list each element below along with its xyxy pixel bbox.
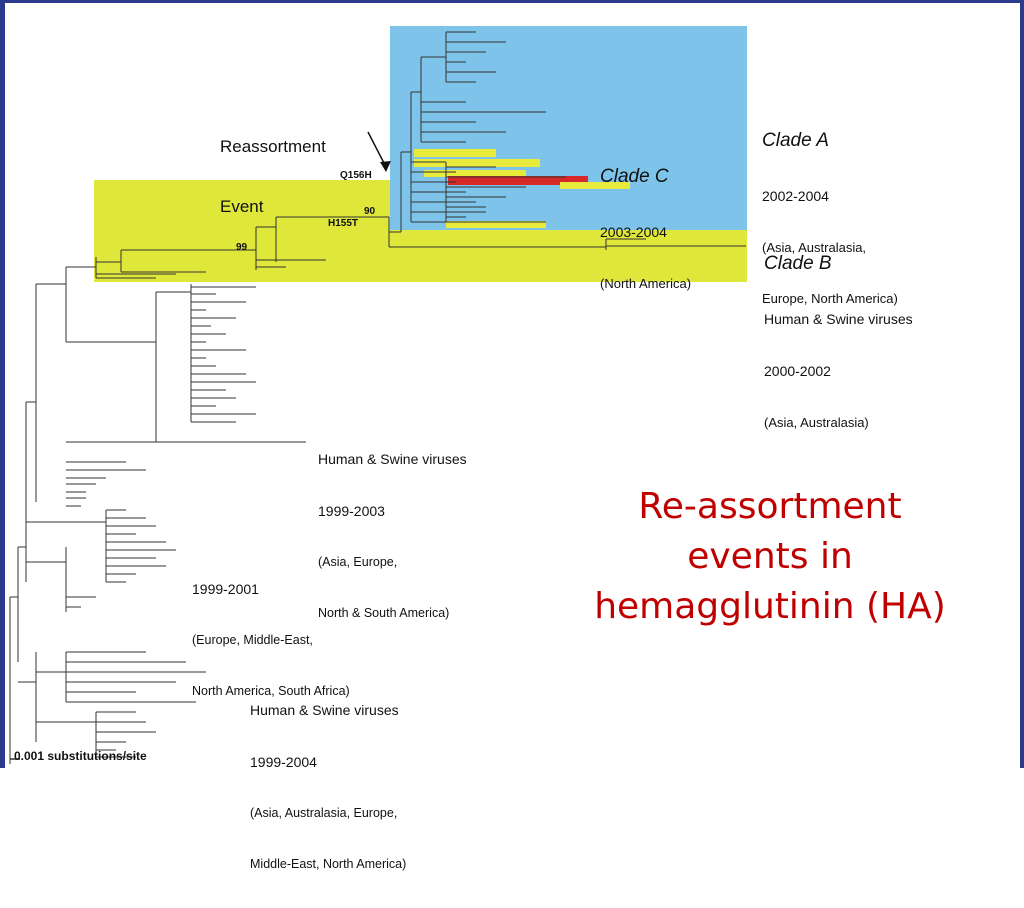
group2-region: (Europe, Middle-East,: [192, 633, 313, 647]
mutation-q156h: Q156H: [340, 170, 372, 181]
clade-a-region: (Asia, Australasia,: [762, 240, 867, 255]
caption-line3: hemagglutinin (HA): [594, 586, 946, 627]
group2-years: 1999-2001: [192, 581, 259, 597]
group3-label: Human & Swine viruses 1999-2004 (Asia, A…: [250, 666, 406, 908]
clade-a-title: Clade A: [762, 130, 829, 151]
clade-c-tip-highlight: [424, 170, 526, 177]
tree-branches: [9, 31, 746, 764]
bootstrap-90: 90: [364, 206, 376, 217]
clade-a-years: 2002-2004: [762, 188, 829, 204]
scale-bar-label: 0.001 substitutions/site: [14, 749, 147, 763]
clade-b-region: (Asia, Australasia): [764, 415, 869, 430]
slide-caption: Re-assortment events in hemagglutinin (H…: [560, 482, 980, 632]
group1-region: (Asia, Europe,: [318, 555, 398, 569]
clade-c-tip-highlight: [560, 182, 630, 189]
clade-b-label: Clade B Human & Swine viruses 2000-2002 …: [764, 217, 913, 466]
clade-c-tip-highlight: [414, 149, 496, 157]
bootstrap-99: 99: [236, 242, 248, 253]
group3-years: 1999-2004: [250, 754, 317, 770]
group3-region: (Asia, Australasia, Europe,: [250, 806, 398, 820]
slide-frame-left: [0, 0, 5, 768]
group3-hosts: Human & Swine viruses: [250, 702, 399, 718]
clade-a-label: Clade A 2002-2004 (Asia, Australasia, Eu…: [762, 94, 898, 342]
clade-c-title: Clade C: [600, 166, 669, 187]
group1-region: North & South America): [318, 606, 450, 620]
clade-b-years: 2000-2002: [764, 363, 831, 379]
slide-frame-top: [0, 0, 1024, 3]
reassortment-label-line2: Event: [220, 197, 264, 216]
reassortment-label-line1: Reassortment: [220, 137, 326, 156]
group1-hosts: Human & Swine viruses: [318, 451, 467, 467]
slide: Reassortment Event Q156H H155T 90 99 Cla…: [0, 0, 1024, 871]
clade-a-region: Europe, North America): [762, 291, 898, 306]
clade-b-hosts: Human & Swine viruses: [764, 311, 913, 327]
clade-c-tip-highlight: [414, 159, 540, 167]
clade-b-shading: [94, 180, 747, 282]
caption-line1: Re-assortment: [638, 486, 902, 527]
clade-a-shading: [390, 26, 747, 254]
reassortment-arrow: [367, 131, 391, 172]
caption-line2: events in: [687, 536, 853, 577]
clade-c-years: 2003-2004: [600, 224, 667, 240]
mutation-h155t: H155T: [328, 218, 359, 229]
phylogenetic-tree: [9, 26, 747, 764]
group1-years: 1999-2003: [318, 503, 385, 519]
slide-frame-right: [1020, 0, 1024, 768]
reassortment-event-label: Reassortment Event: [220, 97, 326, 257]
group2-label: 1999-2001 (Europe, Middle-East, North Am…: [192, 545, 350, 735]
group1-label: Human & Swine viruses 1999-2003 (Asia, E…: [318, 415, 467, 657]
clade-c-label: Clade C 2003-2004 (North America): [600, 130, 691, 327]
clade-c-region: (North America): [600, 276, 692, 291]
clade-b-title: Clade B: [764, 253, 832, 274]
clade-c-tip-highlight: [446, 221, 546, 228]
reassortant-highlight: [448, 176, 588, 185]
group3-region: Middle-East, North America): [250, 857, 407, 871]
group2-region: North America, South Africa): [192, 684, 350, 698]
